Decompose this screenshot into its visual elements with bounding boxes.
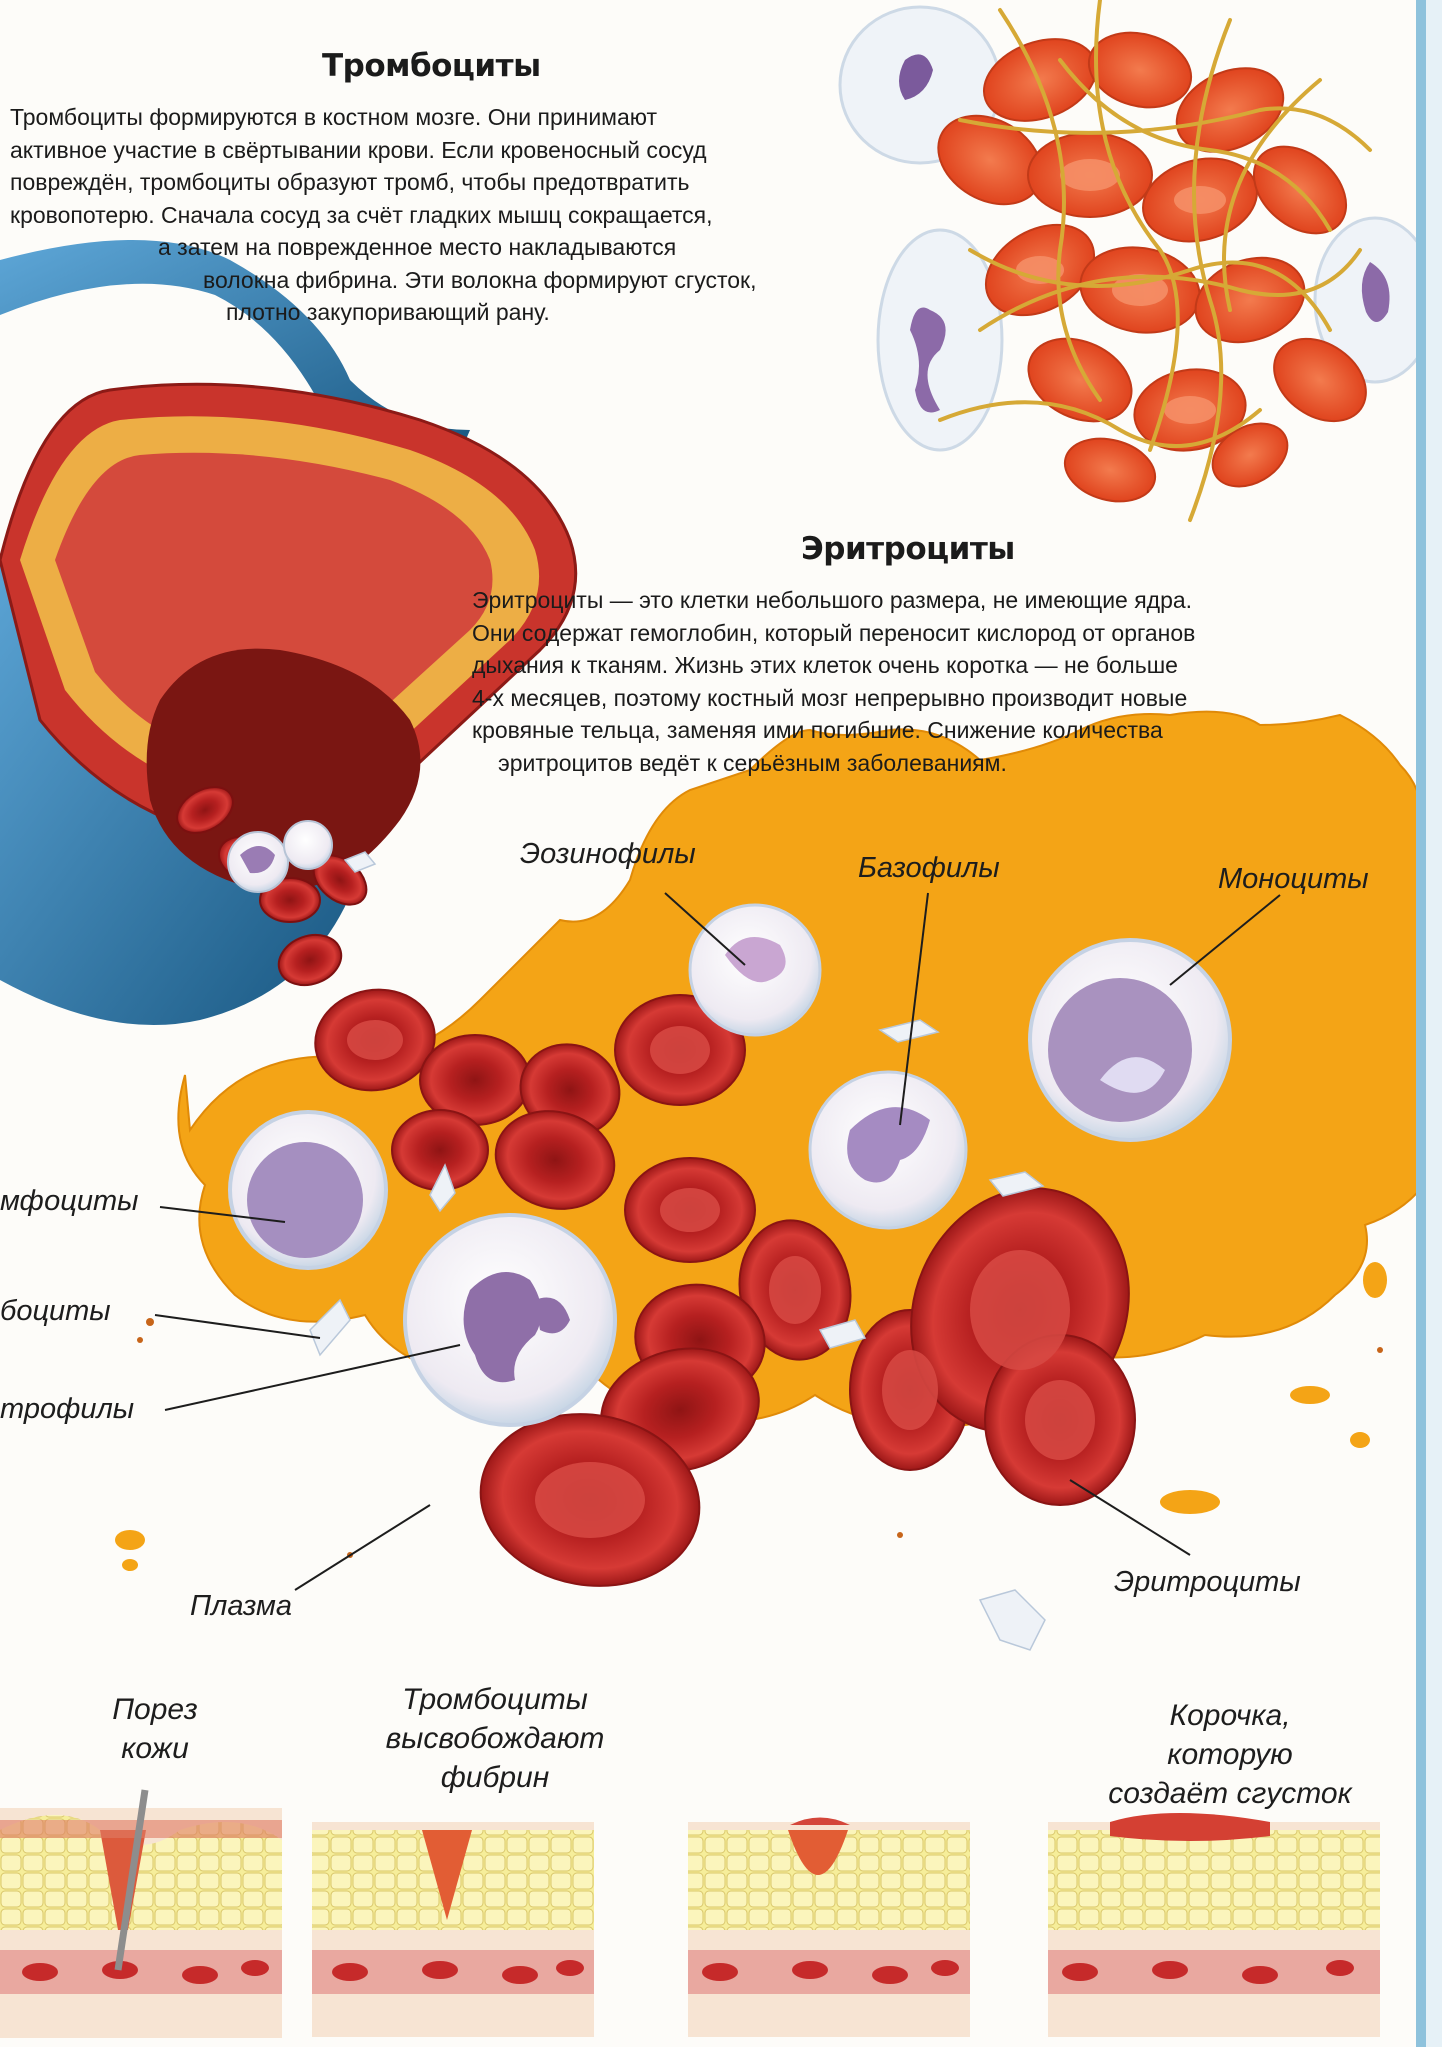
- label-monocytes: Моноциты: [1218, 863, 1369, 895]
- caption-line: высвобождают: [385, 1722, 605, 1755]
- platelets: [309, 851, 1046, 1651]
- erythrocytes-text-line: 4-х месяцев, поэтому костный мозг непрер…: [472, 684, 1188, 711]
- label-plasma: Плазма: [190, 1590, 293, 1622]
- erythrocytes-description: Эритроциты — это клетки небольшого разме…: [0, 584, 1195, 779]
- platelets-text-line: Тромбоциты формируются в костном мозге. …: [10, 104, 658, 130]
- erythrocytes-text-line: Они содержат гемоглобин, который перенос…: [472, 619, 1196, 646]
- caption-line: которую: [1167, 1738, 1293, 1771]
- label-platelets: боциты: [0, 1295, 111, 1327]
- platelets-description: Тромбоциты формируются в костном мозге. …: [0, 101, 757, 329]
- label-leader-lines: [154, 892, 1281, 1591]
- stage-scab: [1048, 1813, 1380, 2037]
- platelets-text-line: а затем на поврежденное место накладываю…: [158, 234, 677, 260]
- red-blood-cells: [314, 988, 1136, 1587]
- white-blood-cells: [228, 903, 1232, 1427]
- label-basophils: Базофилы: [858, 852, 1000, 884]
- caption-cut: Порез кожи: [95, 1690, 215, 1768]
- caption-scab: Корочка, которую создаёт сгусток: [1090, 1696, 1370, 1813]
- caption-line: Порез: [112, 1693, 198, 1726]
- caption-line: создаёт сгусток: [1108, 1777, 1352, 1810]
- wound-healing-stages: [0, 1789, 1380, 2038]
- page-edge-strip: [1416, 0, 1442, 2047]
- erythrocytes-text-line: эритроцитов ведёт к серьёзным заболевани…: [498, 749, 1007, 776]
- platelets-heading: Тромбоциты: [322, 48, 541, 84]
- caption-fibrin: Тромбоциты высвобождают фибрин: [370, 1680, 620, 1797]
- stage-fibrin: [312, 1822, 594, 2037]
- blood-vessel-illustration: [0, 240, 578, 1025]
- platelets-text-line: повреждён, тромбоциты образуют тромб, чт…: [10, 169, 690, 195]
- blood-clot-illustration: [838, 0, 1437, 522]
- erythrocytes-text-line: кровяные тельца, заменяя ими погибшие. С…: [472, 717, 1163, 743]
- platelets-text-line: волокна фибрина. Эти волокна формируют с…: [203, 266, 757, 293]
- label-erythrocytes: Эритроциты: [1114, 1566, 1301, 1598]
- caption-line: Корочка,: [1169, 1699, 1291, 1732]
- label-neutrophils: трофилы: [0, 1393, 135, 1425]
- caption-line: Тромбоциты: [402, 1683, 588, 1716]
- caption-line: фибрин: [440, 1761, 550, 1794]
- stage-cut: [0, 1789, 282, 2038]
- label-lymphocytes: мфоциты: [0, 1185, 139, 1217]
- platelets-text-line: плотно закупоривающий рану.: [226, 299, 550, 325]
- erythrocytes-text-line: дыхания к тканям. Жизнь этих клеток очен…: [472, 652, 1178, 678]
- stage-clot: [688, 1817, 970, 2037]
- caption-line: кожи: [121, 1732, 189, 1765]
- platelets-text-line: кровопотерю. Сначала сосуд за счёт гладк…: [10, 201, 713, 228]
- platelets-text-line: активное участие в свёртывании крови. Ес…: [10, 136, 707, 163]
- label-eosinophils: Эозинофилы: [520, 838, 696, 870]
- erythrocytes-text-line: Эритроциты — это клетки небольшого разме…: [472, 587, 1193, 613]
- erythrocytes-heading: Эритроциты: [801, 531, 1015, 567]
